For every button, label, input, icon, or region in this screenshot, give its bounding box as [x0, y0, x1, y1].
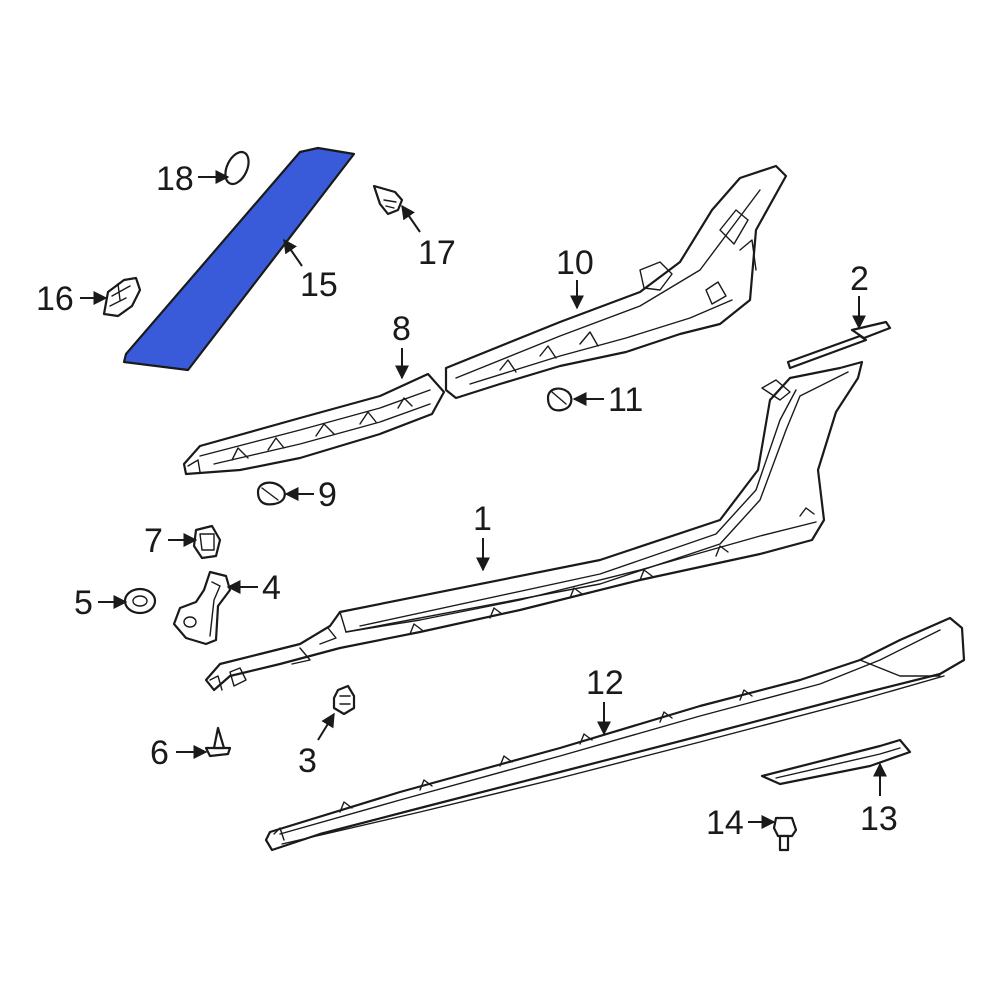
part-2-trim-strip[interactable] — [786, 320, 892, 370]
callout-17: 17 — [418, 234, 456, 272]
callout-4: 4 — [262, 569, 281, 607]
callout-11: 11 — [608, 381, 643, 419]
callout-8: 8 — [392, 310, 411, 348]
part-18-grommet[interactable] — [221, 148, 253, 187]
part-8-reinforcement[interactable] — [182, 372, 446, 476]
callout-3: 3 — [298, 742, 317, 780]
part-16-bracket[interactable] — [102, 276, 142, 318]
part-3-clip[interactable] — [332, 684, 356, 716]
part-13-lower-trim[interactable] — [760, 738, 912, 786]
leader-3 — [317, 712, 335, 741]
part-9-push-clip[interactable] — [256, 481, 286, 506]
callout-7: 7 — [144, 522, 163, 560]
part-6-pin-clip[interactable] — [204, 726, 232, 758]
part-10-reinforcement[interactable] — [444, 164, 788, 400]
callout-14: 14 — [706, 804, 744, 842]
callout-12: 12 — [586, 664, 624, 702]
callout-1: 1 — [473, 500, 492, 538]
callout-5: 5 — [74, 584, 93, 622]
callout-10: 10 — [556, 244, 594, 282]
callout-15: 15 — [300, 266, 338, 304]
part-17-clip[interactable] — [372, 184, 404, 216]
part-12-rocker-molding[interactable] — [264, 616, 966, 852]
part-11-push-clip[interactable] — [546, 387, 573, 412]
callout-16: 16 — [36, 280, 74, 318]
callout-6: 6 — [150, 734, 169, 772]
part-1-rocker-panel[interactable] — [204, 360, 864, 692]
callout-18: 18 — [156, 160, 194, 198]
leader-15 — [283, 238, 303, 267]
callout-labels: 18 17 15 16 10 2 8 11 9 7 1 4 5 12 3 6 1… — [36, 160, 898, 842]
part-4-bracket[interactable] — [172, 570, 232, 646]
part-15-pillar-garnish[interactable] — [122, 146, 356, 372]
part-14-bolt[interactable] — [772, 816, 798, 852]
callout-2: 2 — [850, 260, 869, 298]
part-7-clip-nut[interactable] — [192, 524, 222, 560]
leader-17 — [401, 204, 421, 233]
callout-leaders — [80, 170, 887, 829]
part-5-grommet[interactable] — [123, 587, 157, 615]
callout-13: 13 — [860, 800, 898, 838]
callout-9: 9 — [318, 476, 337, 514]
